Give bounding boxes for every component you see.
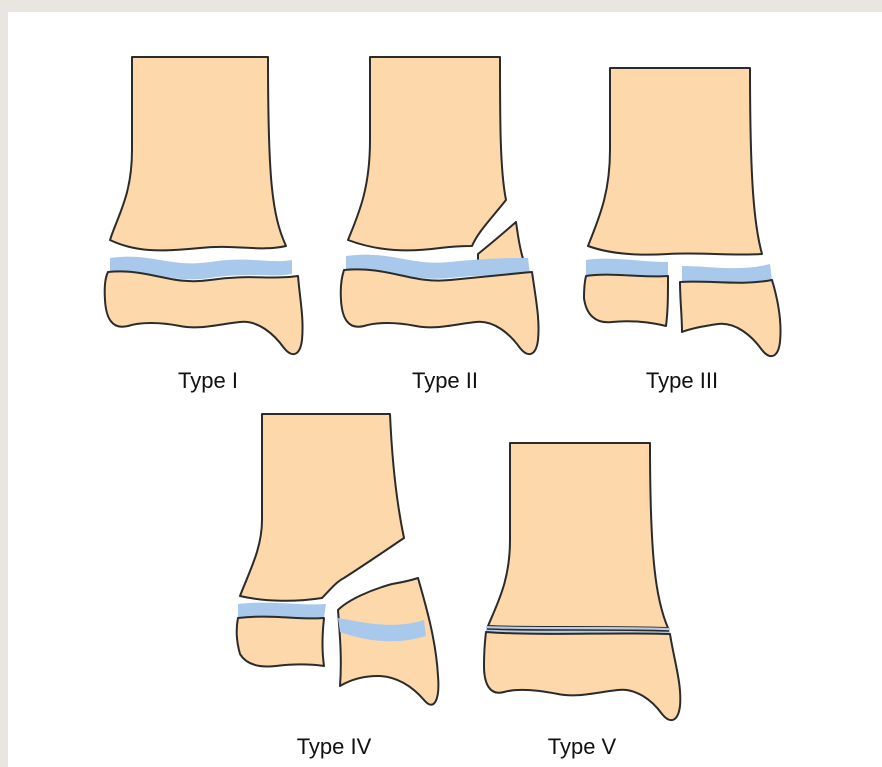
type-3-growth-plate-left (586, 259, 668, 277)
type-4-epiphysis-left (237, 617, 324, 667)
type-3-epiphysis-right (680, 280, 781, 356)
type-3-diagram (584, 68, 781, 356)
type-3-label: Type III (646, 368, 718, 393)
type-3-epiphysis-left (584, 275, 668, 326)
type-4-fragment-right (338, 578, 438, 705)
type-2-metaphysis (348, 57, 506, 250)
type-1-diagram (105, 57, 303, 354)
type-1-epiphysis (105, 271, 303, 354)
type-2-label: Type II (412, 368, 478, 393)
type-3-metaphysis (588, 68, 762, 255)
type-3-growth-plate-right (682, 264, 772, 283)
type-4-metaphysis (240, 414, 404, 601)
type-2-diagram (341, 57, 539, 354)
type-5-epiphysis (484, 632, 680, 720)
type-2-epiphysis (341, 269, 539, 354)
type-4-diagram (237, 414, 439, 705)
type-5-diagram (484, 443, 680, 720)
type-5-metaphysis (488, 443, 668, 628)
type-4-label: Type IV (297, 734, 372, 759)
type-5-label: Type V (548, 734, 617, 759)
type-1-label: Type I (178, 368, 238, 393)
type-1-metaphysis (110, 57, 286, 250)
